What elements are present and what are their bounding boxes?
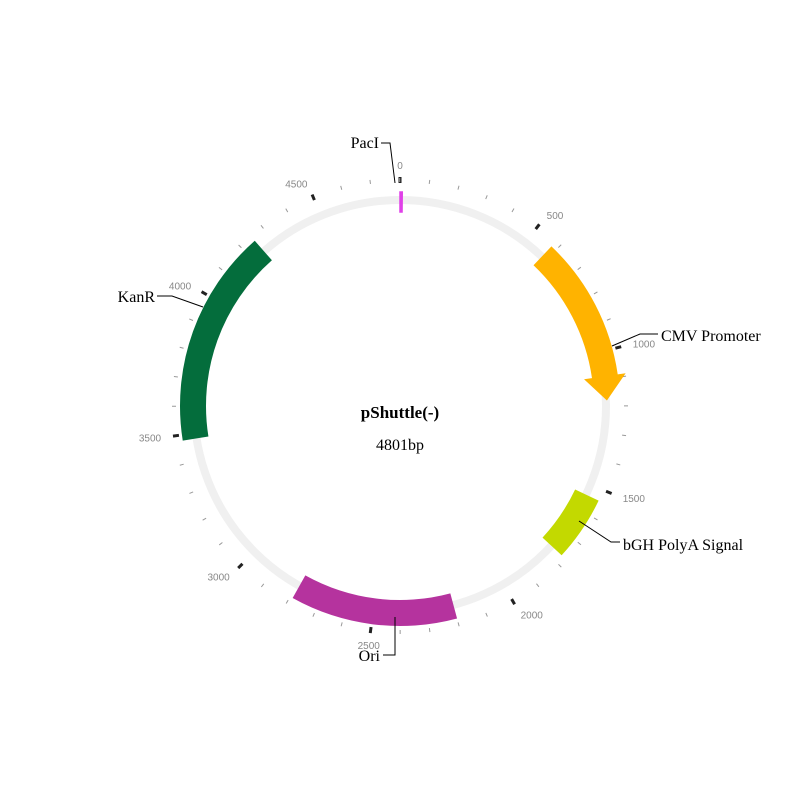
minor-tick bbox=[218, 542, 223, 546]
paci-label: PacI bbox=[351, 135, 379, 152]
bgh-polya-signal-label: bGH PolyA Signal bbox=[623, 537, 744, 554]
minor-tick bbox=[558, 563, 562, 568]
major-tick bbox=[614, 345, 622, 350]
minor-tick bbox=[485, 612, 488, 617]
ori-feature bbox=[292, 575, 458, 626]
minor-tick bbox=[577, 266, 582, 271]
minor-tick bbox=[179, 463, 184, 466]
minor-tick bbox=[189, 318, 194, 321]
tick-label: 3500 bbox=[139, 434, 162, 445]
ori-label: Ori bbox=[359, 648, 381, 665]
tick-marks: 0 500 1000 1500 2000 2500 3000 3500 4000 4500 bbox=[139, 161, 656, 652]
cmv-promoter-label: CMV Promoter bbox=[661, 328, 761, 345]
tick-label: 0 bbox=[397, 161, 403, 172]
major-tick bbox=[605, 489, 613, 495]
ori-leader-line bbox=[383, 617, 396, 656]
cmv-promoter-feature bbox=[533, 246, 626, 401]
tick-label: 2500 bbox=[358, 641, 381, 652]
minor-tick bbox=[340, 185, 343, 190]
minor-tick bbox=[285, 599, 289, 604]
major-tick bbox=[368, 626, 373, 634]
tick-label: 4000 bbox=[169, 282, 192, 293]
minor-tick bbox=[340, 622, 343, 627]
cmv-promoter-leader-line bbox=[611, 333, 658, 347]
minor-tick bbox=[606, 318, 611, 321]
minor-tick bbox=[260, 583, 265, 588]
tick-label: 1500 bbox=[623, 494, 646, 505]
minor-tick bbox=[577, 541, 582, 546]
minor-tick bbox=[369, 179, 371, 185]
paci-feature bbox=[399, 191, 403, 213]
plasmid-length: 4801bp bbox=[376, 437, 424, 454]
minor-tick bbox=[202, 517, 207, 521]
major-tick bbox=[200, 290, 208, 297]
major-tick bbox=[172, 433, 180, 438]
minor-tick bbox=[428, 179, 431, 184]
major-tick bbox=[510, 598, 516, 606]
minor-tick bbox=[593, 291, 598, 295]
kanr-label: KanR bbox=[118, 289, 156, 306]
minor-tick bbox=[616, 463, 621, 466]
minor-tick bbox=[593, 517, 598, 521]
minor-tick bbox=[457, 622, 460, 627]
bgh-polya-signal-feature bbox=[542, 489, 599, 556]
minor-tick bbox=[238, 244, 242, 249]
minor-tick bbox=[622, 434, 627, 437]
minor-tick bbox=[511, 208, 515, 213]
tick-label: 500 bbox=[547, 211, 564, 222]
tick-label: 3000 bbox=[207, 573, 230, 584]
minor-tick bbox=[536, 583, 540, 588]
kanr-leader-line bbox=[157, 295, 204, 308]
minor-tick bbox=[485, 195, 488, 200]
minor-tick bbox=[189, 491, 194, 494]
kanr-feature bbox=[180, 240, 272, 441]
bgh-polya-signal-leader-line bbox=[578, 520, 620, 543]
minor-tick bbox=[218, 267, 223, 271]
plasmid-name: pShuttle(-) bbox=[361, 403, 439, 422]
minor-tick bbox=[260, 224, 264, 229]
minor-tick bbox=[173, 375, 178, 378]
minor-tick bbox=[558, 244, 562, 248]
tick-label: 1000 bbox=[633, 340, 656, 351]
minor-tick bbox=[457, 185, 460, 190]
minor-tick bbox=[285, 208, 289, 213]
major-tick bbox=[237, 562, 244, 570]
tick-label: 2000 bbox=[521, 611, 544, 622]
minor-tick bbox=[428, 627, 431, 633]
major-tick bbox=[310, 193, 316, 201]
feature-arcs bbox=[180, 191, 626, 626]
minor-tick bbox=[312, 612, 315, 617]
major-tick bbox=[534, 223, 541, 230]
tick-label: 4500 bbox=[285, 179, 308, 190]
minor-tick bbox=[179, 346, 184, 349]
paci-leader-line bbox=[381, 142, 396, 184]
